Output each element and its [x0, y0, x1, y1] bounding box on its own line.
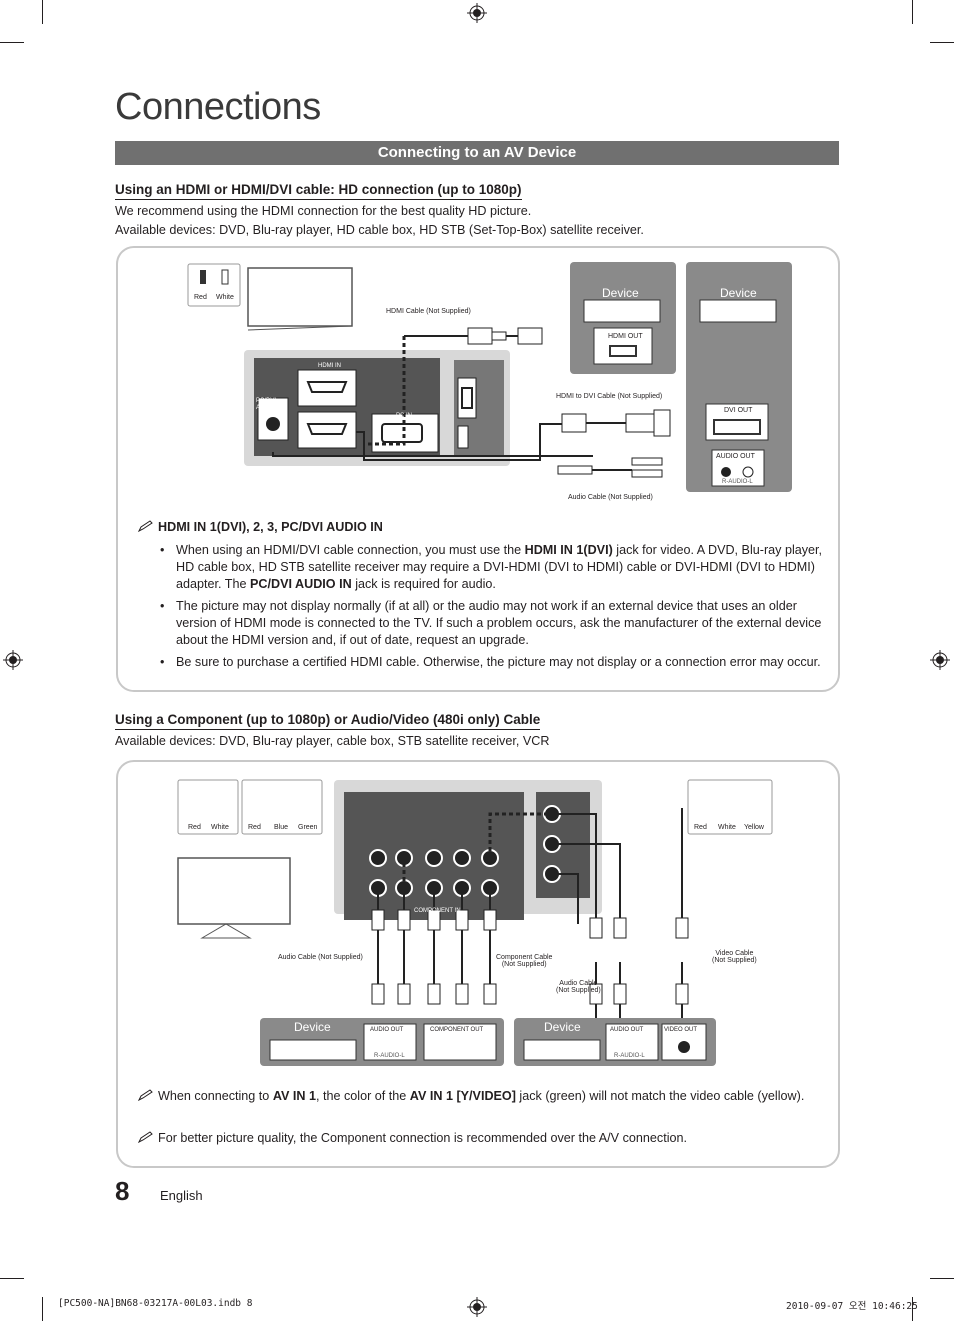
text: Audio Cable: [559, 980, 598, 987]
r-audio-l-label: R-AUDIO-L: [614, 1053, 645, 1059]
component-heading: Using a Component (up to 1080p) or Audio…: [115, 712, 541, 730]
legend-white: White: [211, 824, 229, 831]
legend-red: Red: [188, 824, 201, 831]
device-label: Device: [294, 1020, 331, 1034]
legend-white: White: [718, 824, 736, 831]
pencil-note-icon: [138, 1131, 153, 1143]
crop-mark: [42, 1297, 43, 1321]
audio-cable-label: Audio Cable (Not Supplied): [556, 980, 601, 994]
legend-red: Red: [694, 824, 707, 831]
r-audio-l-label: R-AUDIO-L: [374, 1053, 405, 1059]
crop-mark: [0, 1278, 24, 1279]
hdmi-out-label: HDMI OUT: [608, 333, 643, 340]
component-in-label: COMPONENT IN: [414, 908, 461, 914]
legend-red: Red: [194, 294, 207, 301]
text: AV IN 1 [Y/VIDEO]: [409, 1089, 516, 1103]
text: (Not Supplied): [712, 957, 757, 964]
text: When connecting to: [158, 1089, 273, 1103]
text: jack is required for audio.: [351, 577, 496, 591]
list-item: Be sure to purchase a certified HDMI cab…: [160, 654, 824, 671]
text: Video Cable: [715, 950, 754, 957]
section-title: Connecting to an AV Device: [115, 141, 839, 165]
text: jack for video. A DVD, Blu-ray player, H…: [176, 543, 823, 591]
text: AV IN 1: [272, 1089, 316, 1103]
hdmi-note-title-text: HDMI IN 1(DVI), 2, 3, PC/DVI AUDIO IN: [158, 520, 383, 534]
hdmi-intro-line1: We recommend using the HDMI connection f…: [115, 204, 532, 218]
crop-mark: [42, 0, 43, 24]
text: For better picture quality, the Componen…: [158, 1131, 687, 1145]
audio-out-label: AUDIO OUT: [610, 1027, 644, 1033]
dvi-out-label: DVI OUT: [724, 407, 753, 414]
hdmi-panel: Red White HDMI Cable (Not Supplied) HDMI…: [116, 246, 840, 692]
hdmi-connection-diagram: [187, 262, 792, 492]
text: Component Cable: [496, 954, 553, 961]
hdmi-notes-list: When using an HDMI/DVI cable connection,…: [160, 542, 824, 676]
legend-red: Red: [248, 824, 261, 831]
video-cable-label: Video Cable (Not Supplied): [712, 950, 757, 964]
video-out-label: VIDEO OUT: [664, 1027, 698, 1033]
print-file-info: [PC500-NA]BN68-03217A-00L03.indb 8: [58, 1298, 253, 1309]
legend-white: White: [216, 294, 234, 301]
audio-cable-label: Audio Cable (Not Supplied): [568, 494, 653, 501]
device-label: Device: [720, 286, 757, 300]
crop-mark: [930, 1278, 954, 1279]
crop-mark: [912, 1297, 913, 1321]
text: jack (green) will not match the video ca…: [515, 1089, 805, 1103]
text: HDMI IN 1(DVI): [524, 543, 613, 557]
crop-mark: [912, 0, 913, 24]
pencil-note-icon: [138, 1089, 153, 1101]
component-note-2: For better picture quality, the Componen…: [138, 1130, 818, 1147]
device-label: Device: [602, 286, 639, 300]
text: (Not Supplied): [501, 961, 547, 968]
hdmi-note-title: HDMI IN 1(DVI), 2, 3, PC/DVI AUDIO IN: [138, 520, 383, 534]
component-note-1: When connecting to AV IN 1, the color of…: [138, 1088, 818, 1105]
component-panel: Red White Red Blue Green Red White Yello…: [116, 760, 840, 1168]
list-item: When using an HDMI/DVI cable connection,…: [160, 542, 824, 593]
text: When using an HDMI/DVI cable connection,…: [176, 543, 525, 557]
hdmi-dvi-cable-label: HDMI to DVI Cable (Not Supplied): [556, 393, 663, 400]
list-item: The picture may not display normally (if…: [160, 598, 824, 649]
hdmi-intro-line2: Available devices: DVD, Blu-ray player, …: [115, 223, 644, 237]
component-connection-diagram: [177, 779, 773, 1066]
text: (Not Supplied): [556, 987, 601, 994]
audio-cable-label: Audio Cable (Not Supplied): [278, 954, 363, 961]
pencil-note-icon: [138, 520, 153, 532]
text: , the color of the: [315, 1089, 410, 1103]
registration-mark-icon: [467, 3, 487, 23]
audio-out-label: AUDIO OUT: [370, 1027, 404, 1033]
component-intro-line1: Available devices: DVD, Blu-ray player, …: [115, 734, 550, 748]
hdmi-in-label: HDMI IN: [318, 363, 341, 369]
device-label: Device: [544, 1020, 581, 1034]
component-cable-label: Component Cable (Not Supplied): [496, 954, 552, 968]
registration-mark-icon: [467, 1297, 487, 1317]
pc-in-label: PC IN: [396, 413, 413, 419]
hdmi-cable-label: HDMI Cable (Not Supplied): [386, 308, 471, 315]
registration-mark-icon: [3, 650, 23, 670]
page-number: 8: [115, 1176, 130, 1206]
r-audio-l-label: R-AUDIO-L: [722, 479, 753, 485]
legend-yellow: Yellow: [744, 824, 764, 831]
text: PC/DVI AUDIO IN: [250, 577, 352, 591]
hdmi-heading: Using an HDMI or HDMI/DVI cable: HD conn…: [115, 182, 522, 200]
audio-out-label: AUDIO OUT: [716, 453, 755, 460]
registration-mark-icon: [930, 650, 950, 670]
pc-dvi-audio-in-label: PC/DVI AUDIO IN: [256, 398, 283, 411]
crop-mark: [930, 42, 954, 43]
page-title: Connections: [115, 86, 321, 128]
legend-blue: Blue: [274, 824, 289, 831]
component-out-label: COMPONENT OUT: [430, 1027, 484, 1033]
legend-green: Green: [298, 824, 318, 831]
print-timestamp: 2010-09-07 오전 10:46:25: [786, 1301, 918, 1312]
language-label: English: [160, 1188, 203, 1203]
crop-mark: [0, 42, 24, 43]
